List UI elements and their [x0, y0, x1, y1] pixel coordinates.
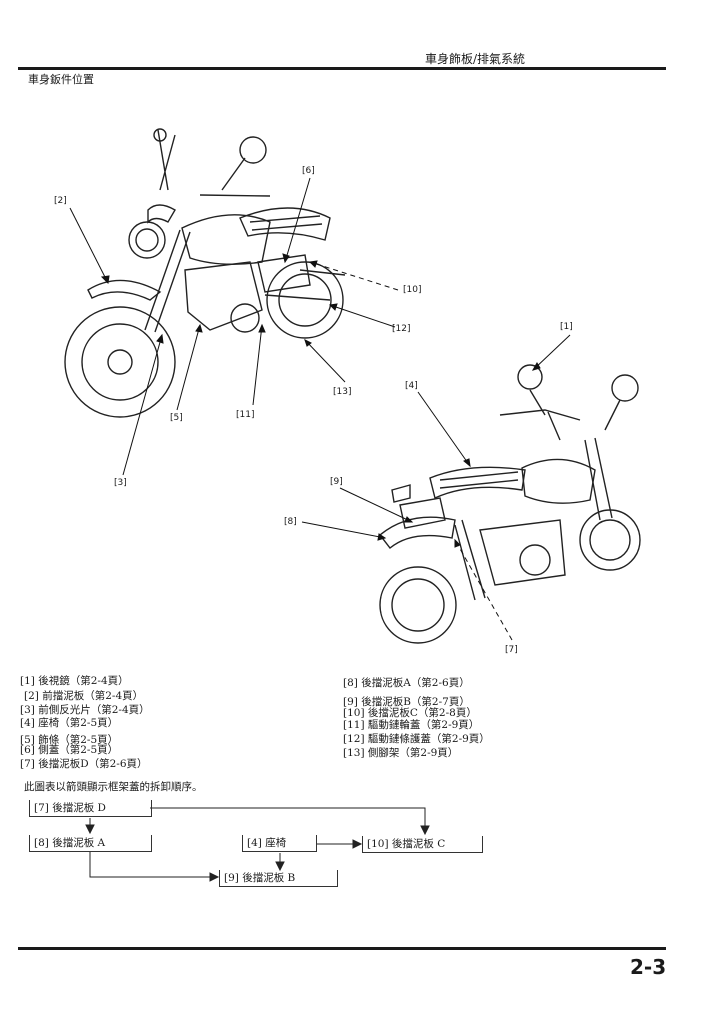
callout-11-12: [12] — [392, 324, 411, 334]
rear-fender-b — [399, 497, 446, 529]
fuel-tank — [181, 214, 271, 265]
flow-box-rear-fender-a: [8] 後擋泥板 A — [29, 835, 152, 852]
legend-item: [6] 側蓋（第2-5頁） — [20, 744, 119, 756]
legend-item: [2] 前擋泥板（第2-4頁） — [24, 690, 144, 702]
callout-9: [9] — [330, 477, 343, 487]
callout-7: [7] — [505, 645, 518, 655]
rear-wheel — [266, 261, 344, 339]
legend-item: [9] 後擋泥板B（第2-7頁） — [343, 696, 470, 708]
mirror-2-left — [517, 364, 543, 390]
callout-3: [3] — [114, 478, 127, 488]
flow-note: 此圖表以箭頭顯示框架蓋的拆卸順序。 — [24, 781, 203, 793]
legend-item: [7] 後擋泥板D（第2-6頁） — [20, 758, 148, 770]
mirror-left — [153, 128, 167, 142]
legend-item: [10] 後擋泥板C（第2-8頁） — [343, 707, 477, 719]
mirror-2-right — [611, 374, 639, 402]
header-title: 車身飾板/排氣系統 — [425, 52, 526, 66]
flow-box-rear-fender-c: [10] 後擋泥板 C — [362, 836, 483, 853]
header-rule — [18, 67, 666, 70]
flow-box-seat: [4] 座椅 — [242, 835, 317, 852]
legend-item: [3] 前側反光片（第2-4頁） — [20, 704, 150, 716]
tail-light — [391, 484, 411, 503]
legend-item: [5] 飾條（第2-5頁） — [20, 734, 119, 746]
legend-item: [12] 驅動鏈條護蓋（第2-9頁） — [343, 733, 490, 745]
callout-2: [2] — [54, 196, 67, 206]
callout-1: [1] — [560, 322, 573, 332]
rear-wheel-2 — [379, 566, 457, 644]
page-number: 2-3 — [630, 955, 667, 979]
callout-4: [4] — [405, 381, 418, 391]
headlight — [128, 221, 166, 259]
callout-10: [10] — [403, 285, 422, 295]
front-wheel — [64, 306, 176, 418]
fuel-tank-2 — [521, 458, 596, 504]
callout-6: [6] — [302, 166, 315, 176]
callout-5: [5] — [170, 413, 183, 423]
callout-13: [13] — [333, 387, 352, 397]
legend-item: [1] 後視鏡（第2-4頁） — [20, 675, 129, 687]
seat — [239, 207, 331, 241]
callout-11: [11] — [236, 410, 255, 420]
legend-item: [4] 座椅（第2-5頁） — [20, 717, 119, 729]
flow-box-rear-fender-b: [9] 後擋泥板 B — [219, 870, 338, 887]
seat-2 — [429, 466, 526, 499]
flow-box-rear-fender-d: [7] 後擋泥板 D — [29, 800, 152, 817]
rear-fender — [379, 516, 456, 549]
callout-8: [8] — [284, 517, 297, 527]
section-title: 車身鈑件位置 — [28, 73, 94, 86]
legend-item: [8] 後擋泥板A（第2-6頁） — [343, 677, 470, 689]
front-fender — [87, 279, 162, 301]
side-cover — [257, 254, 311, 293]
footer-rule — [18, 947, 666, 950]
legend-item: [13] 側腳架（第2-9頁） — [343, 747, 459, 759]
mirror-right — [239, 136, 267, 164]
engine — [184, 261, 263, 331]
legend-item: [11] 驅動鏈輪蓋（第2-9頁） — [343, 719, 480, 731]
